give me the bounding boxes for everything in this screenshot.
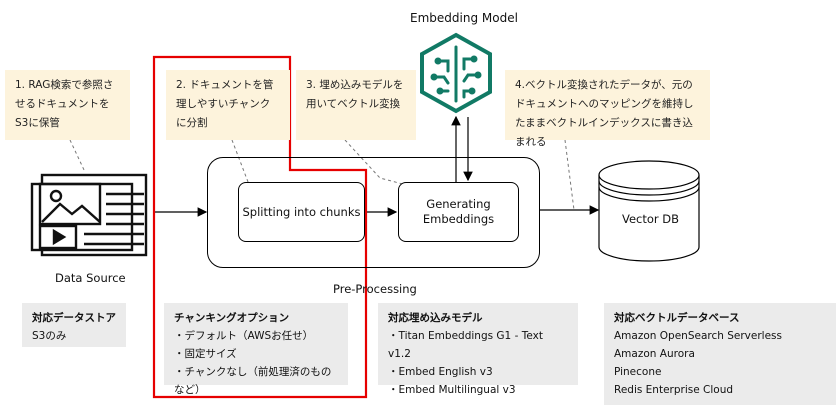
data-source-label: Data Source [55,271,126,285]
vectordb-item: Redis Enterprise Cloud [614,384,734,396]
splitting-label: Splitting into chunks [242,204,361,219]
embedding-info: 対応埋め込みモデル ・Titan Embeddings G1 - Text v1… [378,303,578,396]
chunking-item: ・固定サイズ [174,348,237,360]
pre-processing-label: Pre-Processing [333,282,417,296]
generating-label: Generating Embeddings [422,197,495,226]
embedding-title: 対応埋め込みモデル [388,312,483,324]
vectordb-item: Amazon OpenSearch Serverless [614,330,782,342]
note-2: 2. ドキュメントを管理しやすいチャンクに分割 [166,70,290,140]
note-4: 4.ベクトル変換されたデータが、元のドキュメントへのマッピングを維持したままベク… [505,70,710,148]
embedding-item: ・Embed Multilingual v3 [388,384,516,396]
vector-db-cylinder [598,160,700,262]
generating-node: Generating Embeddings [398,182,519,242]
vectordb-item: Amazon Aurora [614,348,695,360]
datastore-title: 対応データストア [32,312,116,324]
vectordb-title: 対応ベクトルデータベース [614,312,740,324]
pre-processing-container [207,157,540,268]
data-source-icon [30,173,148,257]
highlight-outline [152,55,368,399]
chunking-info: チャンキングオプション ・デフォルト（AWSお任せ） ・固定サイズ ・チャンクな… [164,303,348,396]
chunking-item: ・チャンクなし（前処理済のものなど） [174,366,332,396]
vectordb-info: 対応ベクトルデータベース Amazon OpenSearch Serverles… [604,303,836,405]
datastore-item: S3のみ [32,330,67,342]
note-1: 1. RAG検索で参照させるドキュメントをS3に保管 [5,70,130,140]
brain-icon [420,32,492,114]
datastore-info: 対応データストア S3のみ [22,303,126,347]
callout-line-1 [69,139,86,173]
vector-db-label: Vector DB [622,212,680,226]
vectordb-item: Pinecone [614,366,662,378]
embedding-item: ・Embed English v3 [388,366,493,378]
splitting-node: Splitting into chunks [238,182,365,242]
chunking-title: チャンキングオプション [174,312,290,324]
callout-line-4 [564,139,575,211]
note-3: 3. 埋め込みモデルを用いてベクトル変換 [296,70,416,140]
chunking-item: ・デフォルト（AWSお任せ） [174,330,314,342]
embedding-item: ・Titan Embeddings G1 - Text v1.2 [388,330,543,360]
embedding-model-title: Embedding Model [410,11,518,25]
